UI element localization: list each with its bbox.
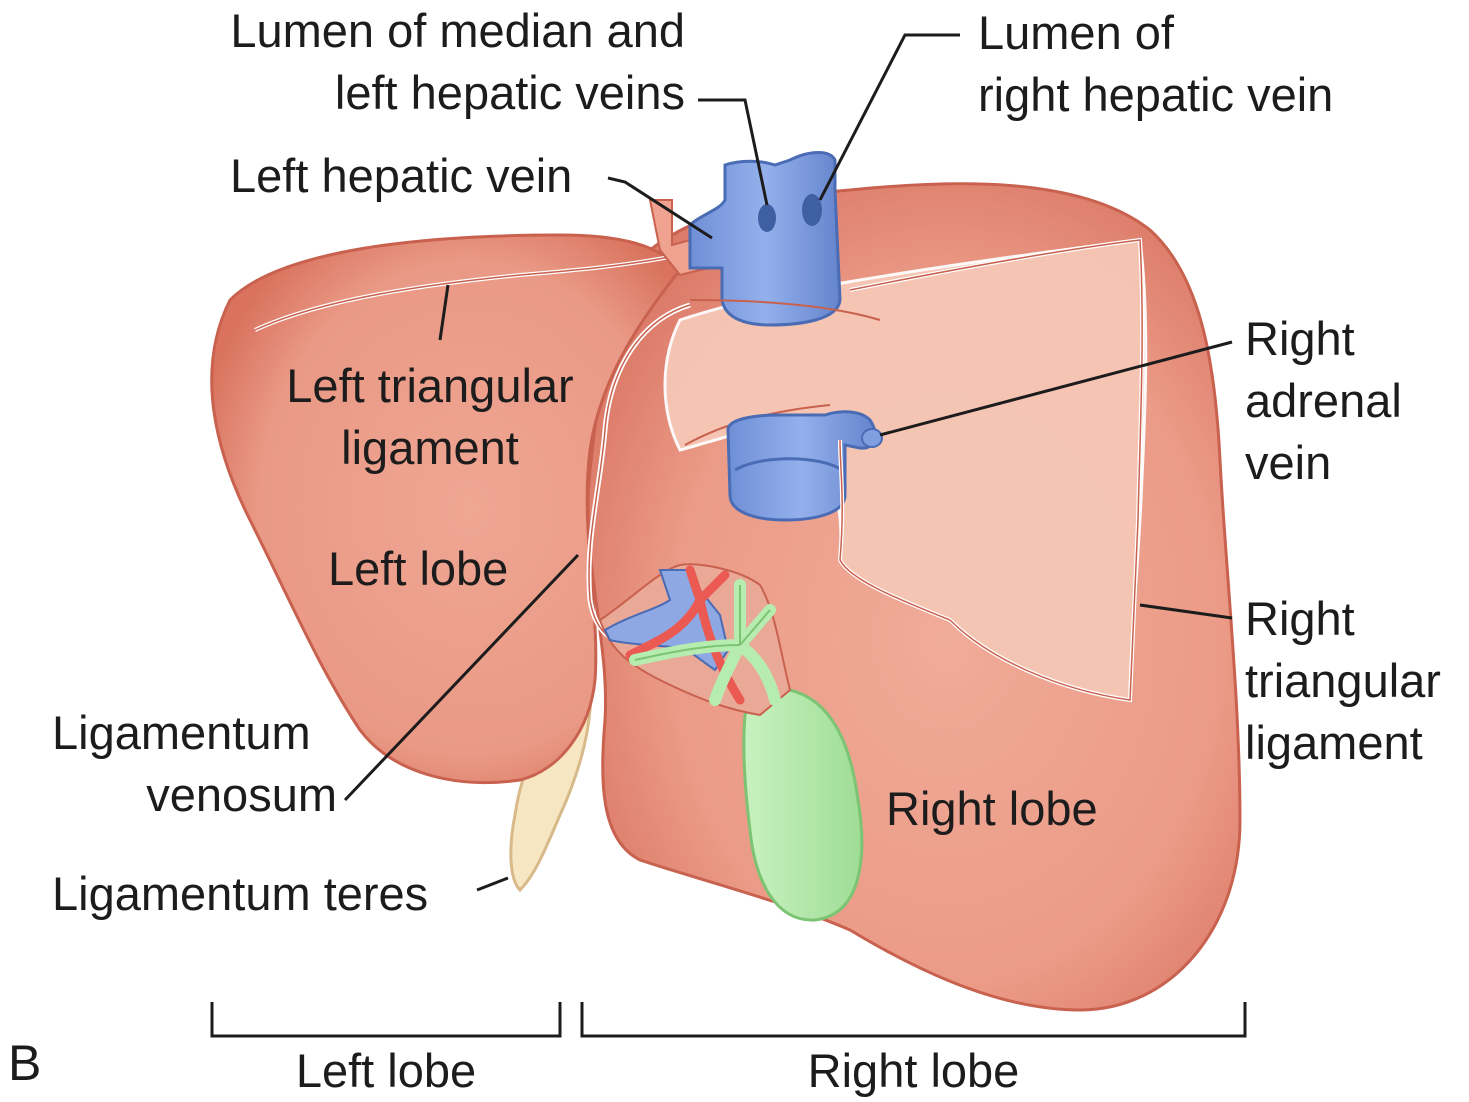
label-line: Right xyxy=(1245,588,1441,650)
label-line: right hepatic vein xyxy=(978,64,1333,126)
label-lumen-right: Lumen of right hepatic vein xyxy=(978,2,1333,126)
label-bracket-right: Right lobe xyxy=(582,1040,1245,1102)
bracket-left xyxy=(212,1002,560,1036)
lumen-median-left-shape xyxy=(758,204,776,232)
label-left-hepatic-vein: Left hepatic vein xyxy=(230,145,572,207)
label-right-lobe-inner: Right lobe xyxy=(886,778,1098,840)
label-lumen-median-left: Lumen of median and left hepatic veins xyxy=(140,0,685,124)
label-line: Ligamentum xyxy=(20,702,337,764)
leader-lumen-right xyxy=(820,35,960,200)
label-line: Right xyxy=(1245,308,1402,370)
panel-letter: B xyxy=(8,1032,41,1094)
label-line: adrenal xyxy=(1245,370,1402,432)
label-left-lobe-inner: Left lobe xyxy=(328,538,508,600)
label-left-triangular: Left triangular ligament xyxy=(255,355,605,479)
label-lig-venosum: Ligamentum venosum xyxy=(20,702,337,826)
leader-lig-teres xyxy=(477,878,508,890)
bracket-right xyxy=(582,1002,1245,1036)
right-adrenal-vein-shape xyxy=(862,429,882,447)
label-line: venosum xyxy=(20,764,337,826)
label-line: Lumen of median and xyxy=(140,0,685,62)
label-bracket-left: Left lobe xyxy=(212,1040,560,1102)
label-line: triangular xyxy=(1245,650,1441,712)
label-line: ligament xyxy=(1245,712,1441,774)
label-lig-teres: Ligamentum teres xyxy=(52,863,428,925)
label-line: ligament xyxy=(255,417,605,479)
label-line: Lumen of xyxy=(978,2,1333,64)
label-right-triangular: Right triangular ligament xyxy=(1245,588,1441,774)
label-line: left hepatic veins xyxy=(140,62,685,124)
label-line: vein xyxy=(1245,432,1402,494)
label-right-adrenal: Right adrenal vein xyxy=(1245,308,1402,494)
label-line: Left triangular xyxy=(255,355,605,417)
